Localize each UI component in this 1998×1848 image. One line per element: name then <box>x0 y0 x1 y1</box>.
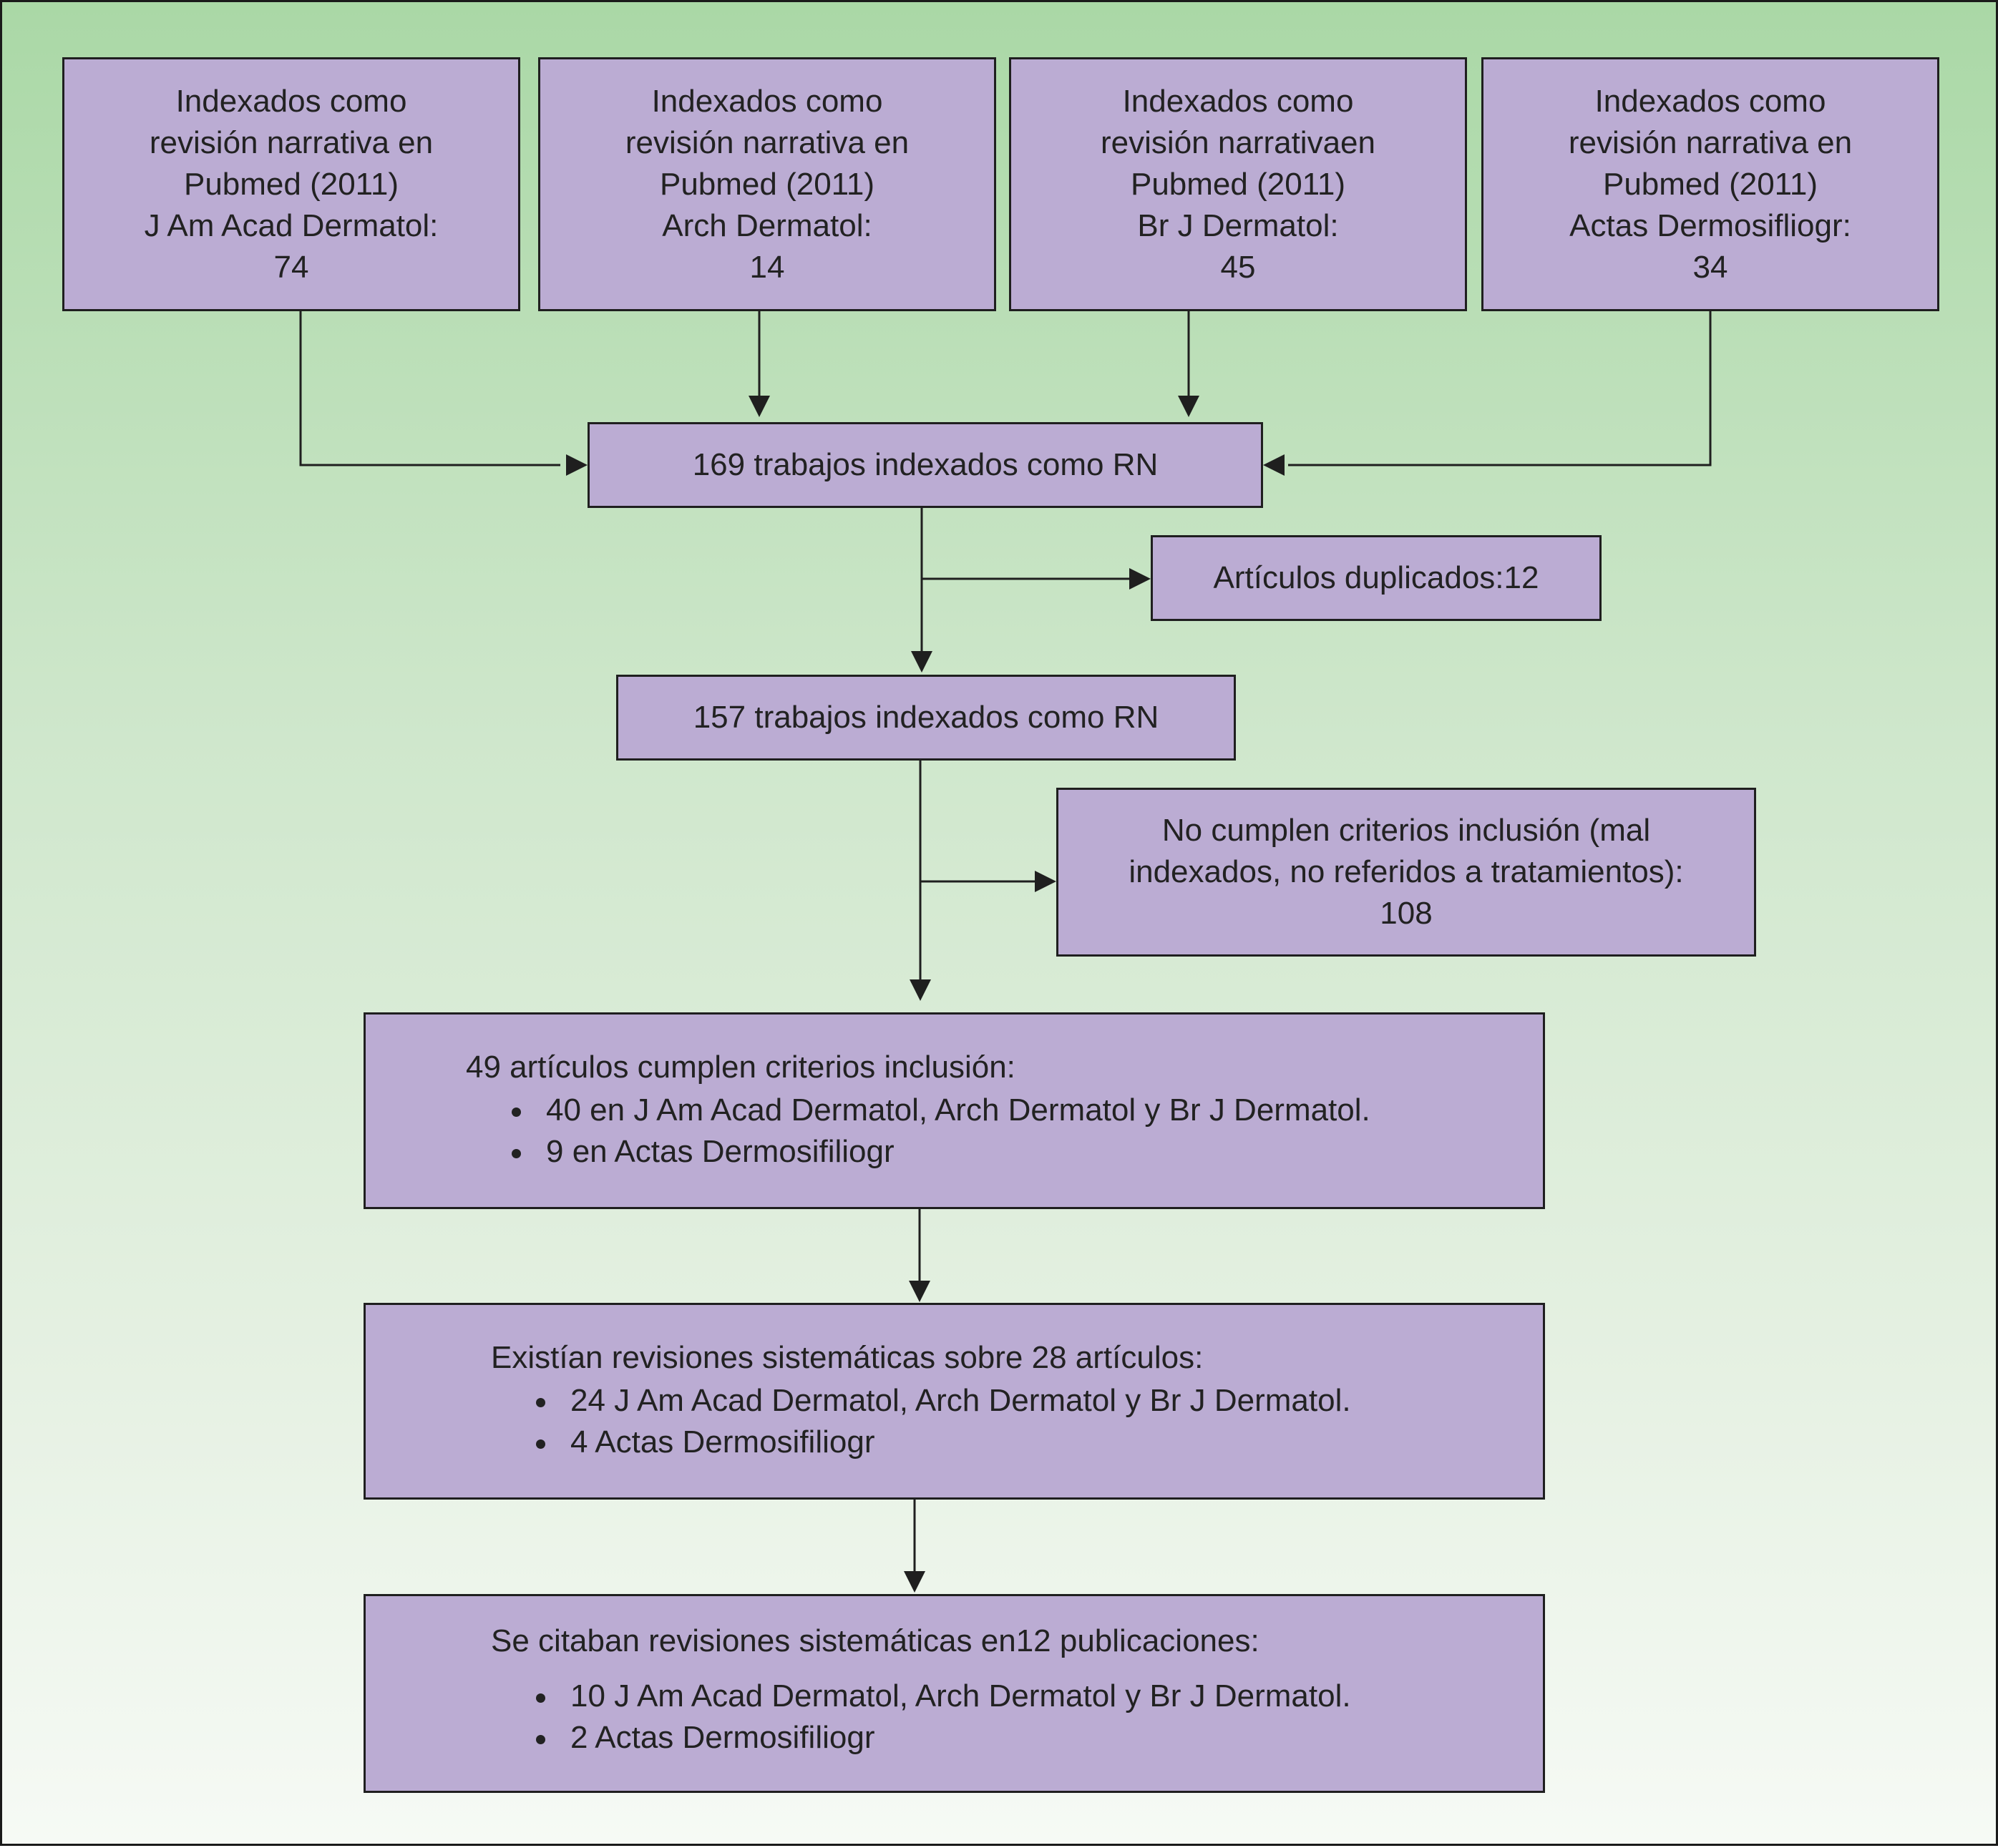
connector-actas <box>1288 311 1712 466</box>
source-box-actas: Indexados como revisión narrativa en Pub… <box>1481 57 1939 311</box>
arrowhead-actas <box>1263 454 1285 476</box>
bullet-dot <box>536 1693 545 1703</box>
source-box-arch: Indexados como revisión narrativa en Pub… <box>538 57 996 311</box>
systematic-item: 4 Actas Dermosifiliogr <box>533 1422 1351 1463</box>
source-bjd-line-1: Indexados como <box>1122 83 1354 119</box>
excluded-line-2: indexados, no referidos a tratamientos): <box>1129 854 1684 889</box>
cited-item: 10 J Am Acad Dermatol, Arch Dermatol y B… <box>533 1676 1351 1717</box>
systematic-item: 24 J Am Acad Dermatol, Arch Dermatol y B… <box>533 1380 1351 1422</box>
bullet-dot <box>536 1735 545 1744</box>
source-arch-line-3: Pubmed (2011) <box>659 166 875 202</box>
bullet-dot <box>512 1108 521 1117</box>
cited-box: Se citaban revisiones sistemáticas en12 … <box>364 1594 1545 1793</box>
arrowhead-to-157 <box>911 651 932 673</box>
source-box-jaad: Indexados como revisión narrativa en Pub… <box>62 57 520 311</box>
source-jaad-line-3: Pubmed (2011) <box>183 166 399 202</box>
source-box-bjd: Indexados como revisión narrativaen Pubm… <box>1009 57 1467 311</box>
arrowhead-bjd <box>1178 396 1199 417</box>
source-bjd-count: 45 <box>1220 249 1256 285</box>
included-list: 40 en J Am Acad Dermatol, Arch Dermatol … <box>509 1090 1370 1173</box>
included-box: 49 artículos cumplen criterios inclusión… <box>364 1012 1545 1209</box>
source-jaad-count: 74 <box>273 249 309 285</box>
systematic-list: 24 J Am Acad Dermatol, Arch Dermatol y B… <box>533 1380 1351 1463</box>
excluded-line-1: No cumplen criterios inclusión (mal <box>1161 813 1651 848</box>
systematic-box: Existían revisiones sistemáticas sobre 2… <box>364 1303 1545 1500</box>
arrowhead-excluded <box>1035 871 1056 892</box>
arrowhead-arch <box>749 396 770 417</box>
source-arch-line-2: revisión narrativa en <box>625 124 910 160</box>
systematic-heading: Existían revisiones sistemáticas sobre 2… <box>491 1340 1204 1375</box>
after-duplicates-box: 157 trabajos indexados como RN <box>616 675 1236 761</box>
source-arch-line-4: Arch Dermatol: <box>662 207 872 243</box>
source-actas-line-1: Indexados como <box>1594 83 1826 119</box>
duplicates-box: Artículos duplicados:12 <box>1151 535 1602 621</box>
bullet-dot <box>536 1398 545 1407</box>
arrowhead-to-included <box>910 979 931 1001</box>
total-box: 169 trabajos indexados como RN <box>588 422 1263 508</box>
source-actas-line-4: Actas Dermosifliogr: <box>1569 207 1851 243</box>
after-duplicates-label: 157 trabajos indexados como RN <box>693 700 1159 735</box>
cited-list: 10 J Am Acad Dermatol, Arch Dermatol y B… <box>533 1676 1351 1759</box>
bullet-dot <box>536 1439 545 1449</box>
source-bjd-line-4: Br J Dermatol: <box>1137 207 1339 243</box>
arrowhead-duplicates <box>1129 568 1151 590</box>
connector-jaad <box>299 311 560 466</box>
source-arch-count: 14 <box>749 249 785 285</box>
included-item-text: 40 en J Am Acad Dermatol, Arch Dermatol … <box>546 1092 1370 1128</box>
source-jaad-line-2: revisión narrativa en <box>149 124 434 160</box>
source-jaad-line-1: Indexados como <box>175 83 407 119</box>
source-jaad-line-4: J Am Acad Dermatol: <box>144 207 439 243</box>
cited-item-text: 2 Actas Dermosifiliogr <box>570 1720 875 1755</box>
source-actas-line-3: Pubmed (2011) <box>1602 166 1818 202</box>
included-item: 40 en J Am Acad Dermatol, Arch Dermatol … <box>509 1090 1370 1131</box>
cited-item-text: 10 J Am Acad Dermatol, Arch Dermatol y B… <box>570 1678 1351 1713</box>
duplicates-label: Artículos duplicados:12 <box>1213 560 1539 595</box>
cited-item: 2 Actas Dermosifiliogr <box>533 1717 1351 1759</box>
source-actas-line-2: revisión narrativa en <box>1568 124 1853 160</box>
total-label: 169 trabajos indexados como RN <box>692 447 1159 482</box>
excluded-count: 108 <box>1380 896 1433 931</box>
bullet-dot <box>512 1149 521 1158</box>
source-bjd-line-3: Pubmed (2011) <box>1130 166 1346 202</box>
systematic-item-text: 4 Actas Dermosifiliogr <box>570 1424 875 1460</box>
source-bjd-line-2: revisión narrativaen <box>1101 124 1375 160</box>
source-arch-line-1: Indexados como <box>651 83 883 119</box>
arrowhead-jaad <box>566 454 588 476</box>
source-actas-count: 34 <box>1692 249 1728 285</box>
arrowhead-to-cited <box>904 1571 925 1593</box>
included-item: 9 en Actas Dermosifiliogr <box>509 1131 1370 1173</box>
excluded-box: No cumplen criterios inclusión (mal inde… <box>1056 788 1756 957</box>
included-heading: 49 artículos cumplen criterios inclusión… <box>466 1050 1015 1085</box>
systematic-item-text: 24 J Am Acad Dermatol, Arch Dermatol y B… <box>570 1383 1351 1418</box>
cited-heading: Se citaban revisiones sistemáticas en12 … <box>491 1623 1259 1658</box>
arrowhead-to-systematic <box>909 1281 930 1302</box>
included-item-text: 9 en Actas Dermosifiliogr <box>546 1134 895 1169</box>
